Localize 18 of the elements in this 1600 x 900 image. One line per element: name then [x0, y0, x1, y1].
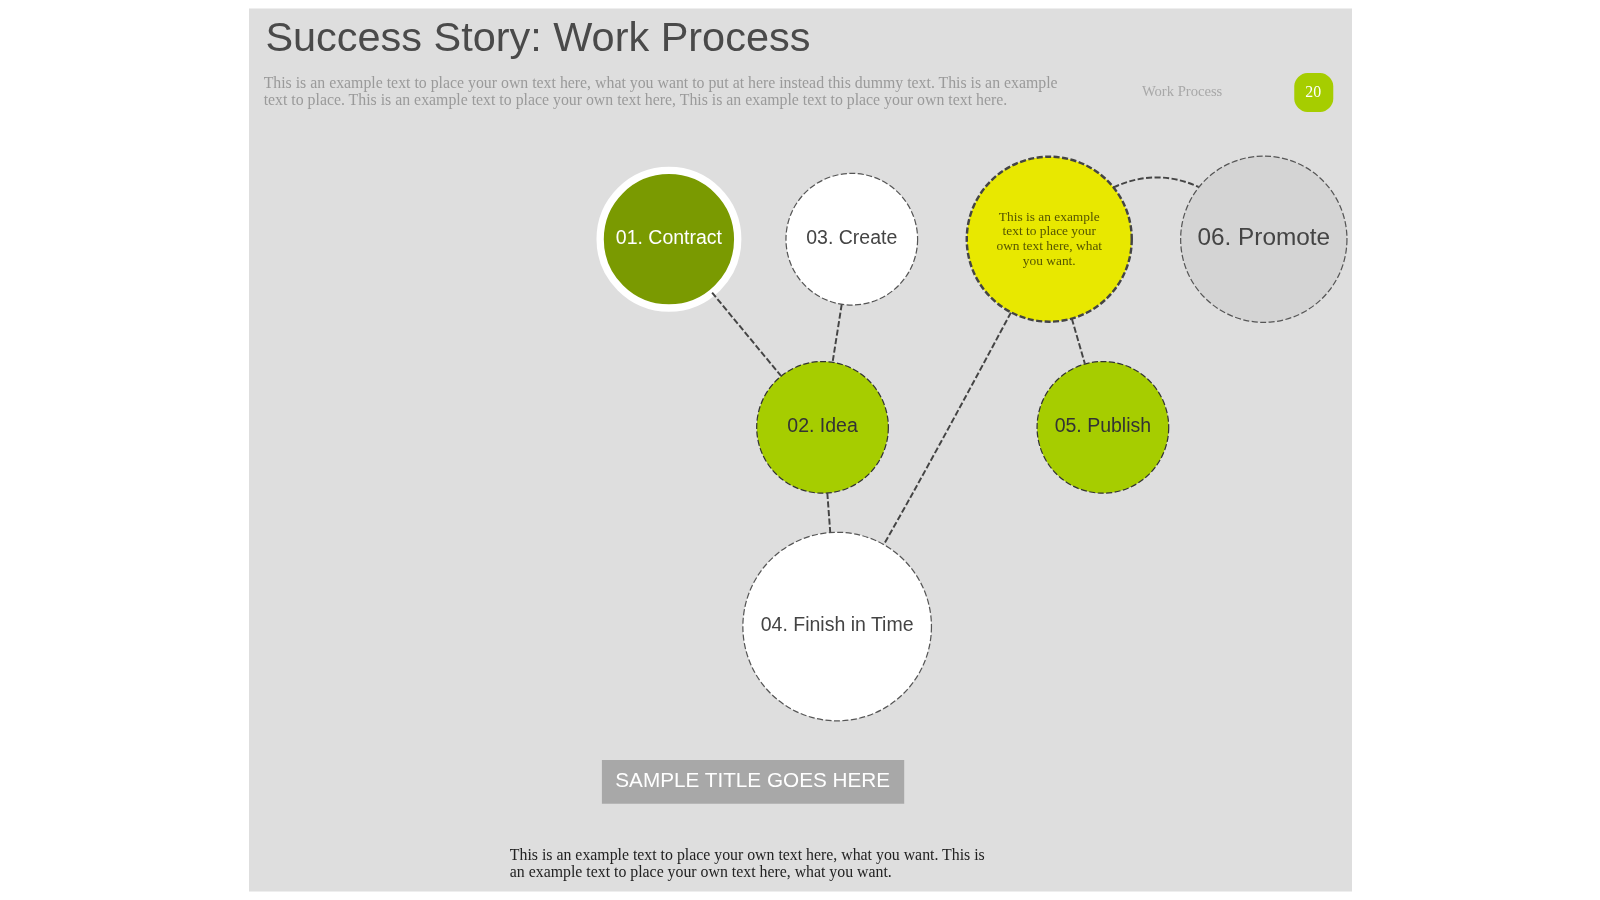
node-circle: 01. Contract — [596, 166, 741, 312]
connector — [1070, 317, 1086, 365]
node-circle: 06. Promote — [1179, 155, 1348, 323]
node-circle: 04. Finish in Time — [741, 531, 932, 722]
connector — [1111, 176, 1200, 189]
connector — [882, 311, 1012, 546]
connector — [710, 291, 782, 377]
label: SAMPLE TITLE GOES HERE — [614, 767, 890, 791]
node-circle: 02. Idea — [755, 360, 889, 494]
diagram-title: Success Story: Work Process — [264, 13, 810, 61]
label: 20 — [1304, 82, 1321, 100]
label: This is an example text to place your own text here, what you want. This is an example text to place your own text here, what you want. — [509, 846, 985, 881]
node-circle: 03. Create — [784, 172, 918, 306]
connector — [825, 492, 831, 534]
label: This is an example text to place your own text here, what you want to put at here instead this dummy text. This is an example text to place. This is an example text to place your own text here, This is an example text to place your own text here. — [263, 74, 1058, 109]
connector — [831, 303, 843, 364]
node-circle: This is an example text to place your own text here, what you want. — [965, 155, 1133, 323]
node-circle: 05. Publish — [1035, 360, 1169, 494]
